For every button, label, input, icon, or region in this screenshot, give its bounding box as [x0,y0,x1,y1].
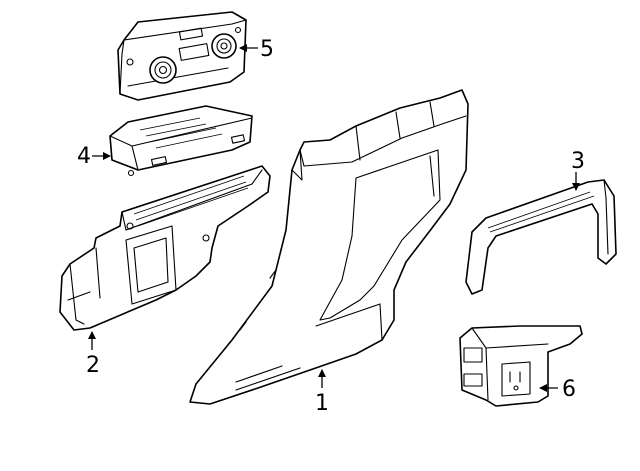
callout-2: 2 [86,353,100,378]
control-module [117,11,247,101]
connector-module [109,105,253,177]
callout-3: 3 [571,149,585,174]
power-outlet [459,325,583,407]
console-panel [189,89,469,405]
side-bracket [59,165,271,331]
callout-4: 4 [77,144,91,169]
trim-bezel [465,179,617,295]
callout-6: 6 [562,377,576,402]
callout-1: 1 [315,391,329,416]
callout-5: 5 [260,37,274,62]
